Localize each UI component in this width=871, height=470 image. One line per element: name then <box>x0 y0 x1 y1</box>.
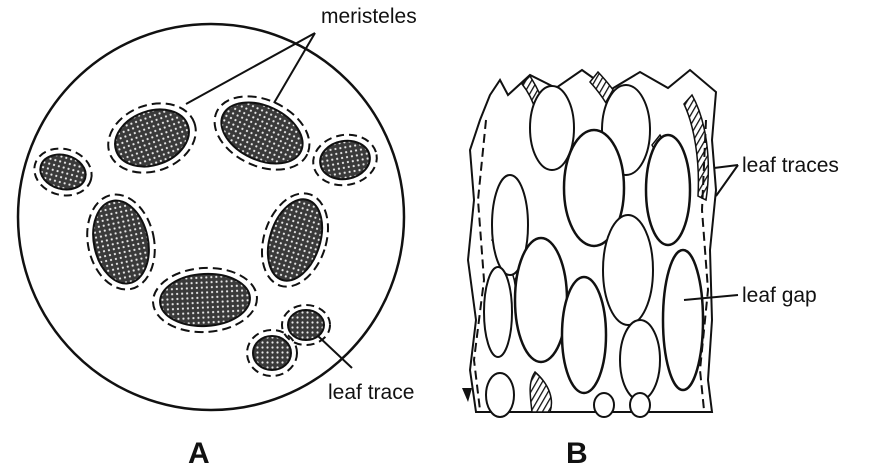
meristele <box>203 82 322 184</box>
leaf-gap <box>484 267 512 357</box>
leaf-gap <box>620 320 660 400</box>
leaf-traces-pointer <box>716 165 738 196</box>
leaf-trace-label: leaf trace <box>328 381 414 404</box>
leaf-trace-bundle <box>282 305 330 345</box>
leaf-gap <box>594 393 614 417</box>
panel-b-caption: B <box>566 437 588 470</box>
meristele <box>247 330 297 376</box>
meristele <box>151 265 258 334</box>
leaf-trace-pointer <box>318 336 352 368</box>
leaf-gap <box>663 250 703 390</box>
leaf-traces-label: leaf traces <box>742 154 839 177</box>
meristeles-pointer <box>186 33 315 104</box>
meristeles-label: meristeles <box>321 5 417 28</box>
leaf-gap <box>646 135 690 245</box>
leaf-gap <box>562 277 606 393</box>
leaf-gap <box>630 393 650 417</box>
meristele <box>98 92 205 185</box>
leaf-gap-label: leaf gap <box>742 284 817 307</box>
meristele <box>79 188 164 296</box>
panel-a: meristeles leaf trace A <box>18 5 417 470</box>
leaf-gap <box>603 215 653 325</box>
panel-a-caption: A <box>188 437 210 470</box>
meristele <box>251 185 340 295</box>
stem-outline <box>18 24 404 410</box>
small-arrowhead <box>462 388 472 402</box>
leaf-gap <box>486 373 514 417</box>
meristele <box>29 142 97 201</box>
leaf-traces-pointer <box>714 165 738 168</box>
panel-b: leaf traces leaf gap B <box>462 70 839 470</box>
meristele <box>309 130 381 190</box>
leaf-gap <box>515 238 567 362</box>
